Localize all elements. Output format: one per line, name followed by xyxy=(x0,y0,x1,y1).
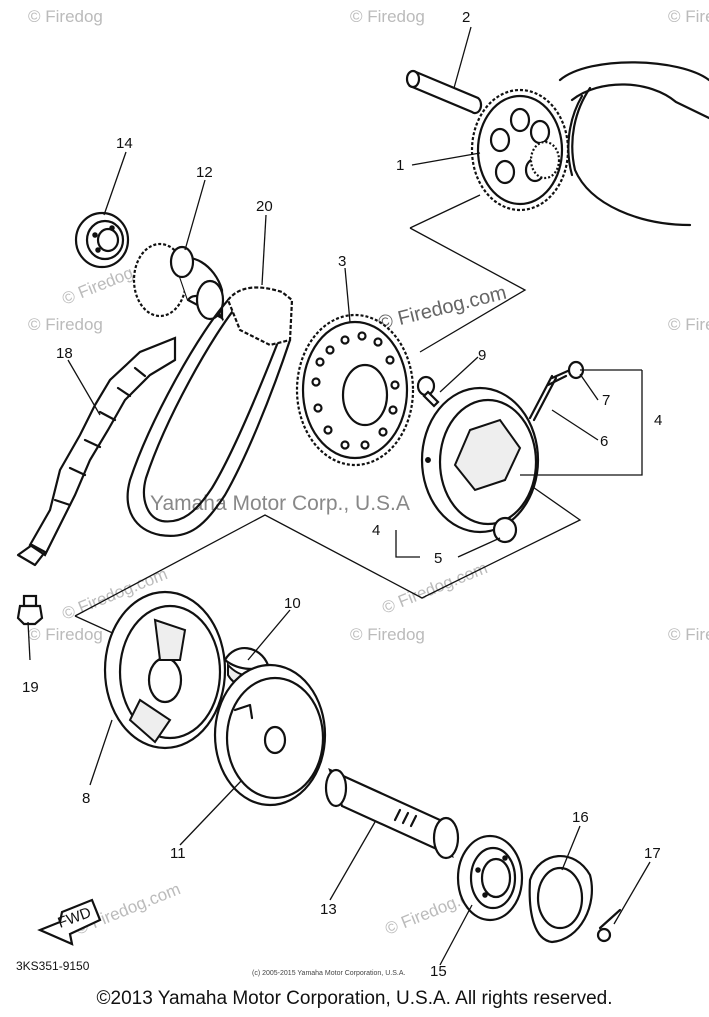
callout-16: 16 xyxy=(572,809,589,826)
part-18-chain-guide xyxy=(16,336,177,567)
part-14-bearing xyxy=(74,211,130,269)
watermark-yamaha: Yamaha Motor Corp., U.S.A xyxy=(150,492,410,515)
watermark-tile: © Firedog xyxy=(28,7,103,26)
callout-6: 6 xyxy=(600,433,608,450)
callout-10: 10 xyxy=(284,595,301,612)
part-16-plate xyxy=(528,855,593,944)
watermark-tile: © Firedog xyxy=(668,7,709,26)
engine-housing xyxy=(558,61,709,227)
leader-lines xyxy=(27,26,651,966)
diagram-code: 3KS351-9150 xyxy=(16,959,90,973)
footer-copyright: ©2013 Yamaha Motor Corporation, U.S.A. A… xyxy=(96,988,613,1009)
part-2-pin xyxy=(405,69,483,115)
callouts: 2 1 14 12 20 3 18 9 7 4 6 4 5 10 19 8 11… xyxy=(22,9,662,980)
part-9-bolt xyxy=(416,375,440,408)
watermark-tile: © Firedog xyxy=(28,625,103,644)
part-19-bolt xyxy=(16,594,44,626)
part-15-bearing xyxy=(456,834,524,922)
watermark-main: © Firedog.com xyxy=(376,282,509,335)
part-12-gear-sleeve xyxy=(132,242,225,322)
callout-1: 1 xyxy=(396,157,404,174)
part-17-screw xyxy=(596,908,622,943)
fwd-arrow-icon: FWD xyxy=(37,898,102,946)
callout-15: 15 xyxy=(430,963,447,980)
watermark-tile: © Firedog xyxy=(668,625,709,644)
callout-8: 8 xyxy=(82,790,90,807)
callout-20: 20 xyxy=(256,198,273,215)
callout-14: 14 xyxy=(116,135,133,152)
callout-17: 17 xyxy=(644,845,661,862)
part-clutch-housing xyxy=(420,386,540,534)
callout-7: 7 xyxy=(602,392,610,409)
callout-2: 2 xyxy=(462,9,470,26)
part-11-sheave xyxy=(213,663,327,807)
callout-13: 13 xyxy=(320,901,337,918)
watermark-tile: © Firedog xyxy=(28,315,103,334)
callout-11: 11 xyxy=(170,845,186,862)
part-13-shaft xyxy=(324,767,460,860)
callout-19: 19 xyxy=(22,679,39,696)
watermark-tile: © Firedog xyxy=(350,625,425,644)
callout-4a: 4 xyxy=(654,412,662,429)
callout-4b: 4 xyxy=(372,522,380,539)
callout-9: 9 xyxy=(478,347,486,364)
watermark-tile: © Firedog xyxy=(350,7,425,26)
callout-18: 18 xyxy=(56,345,73,362)
callout-5: 5 xyxy=(434,550,442,567)
part-20-chain xyxy=(126,286,294,538)
callout-12: 12 xyxy=(196,164,213,181)
watermark-tile: © Firedog xyxy=(668,315,709,334)
part-6-spring xyxy=(528,368,572,422)
part-1-gear-disc xyxy=(470,88,570,212)
assembly-lines xyxy=(74,194,582,641)
part-5-roller xyxy=(492,516,518,544)
small-copyright: (c) 2005-2015 Yamaha Motor Corporation, … xyxy=(252,970,405,977)
callout-3: 3 xyxy=(338,253,346,270)
part-8-clutch-outer xyxy=(103,590,227,750)
watermark-tile: © Firedog.com xyxy=(379,558,490,617)
part-3-sprocket xyxy=(295,313,415,467)
